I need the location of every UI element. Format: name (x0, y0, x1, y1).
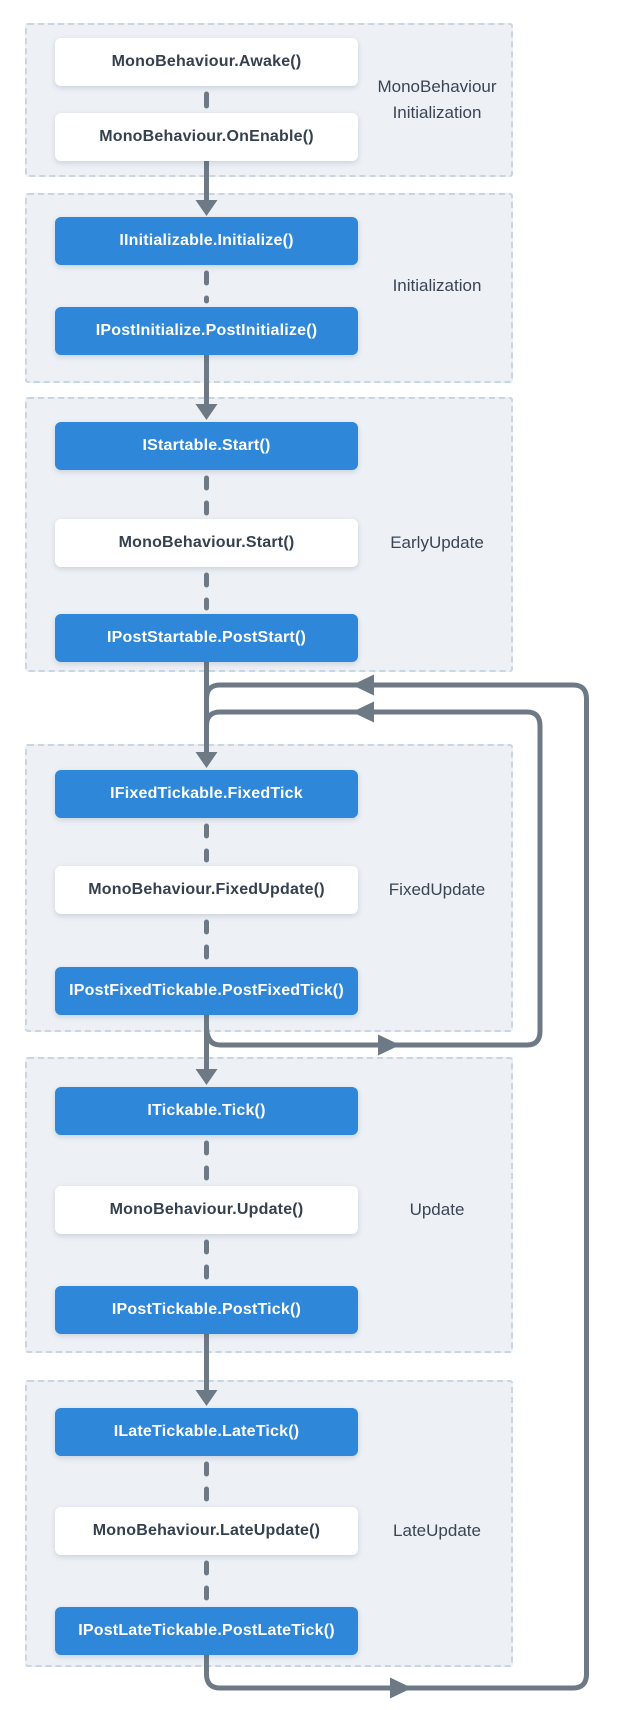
section-label-earlyupdate: EarlyUpdate (390, 533, 484, 552)
box-ilatetickable-latetick: ILateTickable.LateTick() (55, 1408, 358, 1456)
arrowhead-left-icon (352, 674, 374, 696)
section-label-initialization: Initialization (392, 276, 482, 295)
box-istartable-start: IStartable.Start() (55, 422, 358, 470)
box-monobehaviour-update: MonoBehaviour.Update() (55, 1186, 358, 1234)
box-monobehaviour-fixedupdate: MonoBehaviour.FixedUpdate() (55, 866, 358, 914)
arrowhead-left-icon (352, 701, 374, 723)
box-ipostinitialize-postinitialize: IPostInitialize.PostInitialize() (55, 307, 358, 355)
box-ipostfixedtickable-postfixedtick: IPostFixedTickable.PostFixedTick() (55, 967, 358, 1015)
box-ipostlatetickable-postlatetick: IPostLateTickable.PostLateTick() (55, 1607, 358, 1655)
section-label-monobehaviour-initialization: MonoBehaviour Initialization (377, 77, 497, 122)
box-ipoststartable-poststart: IPostStartable.PostStart() (55, 614, 358, 662)
box-iinitializable-initialize: IInitializable.Initialize() (55, 217, 358, 265)
arrowhead-right-icon (390, 1677, 412, 1699)
box-iposttickable-posttick: IPostTickable.PostTick() (55, 1286, 358, 1334)
box-monobehaviour-lateupdate: MonoBehaviour.LateUpdate() (55, 1507, 358, 1555)
section-label-fixedupdate: FixedUpdate (388, 880, 486, 899)
arrowhead-right-icon (378, 1034, 400, 1056)
section-label-update: Update (409, 1200, 465, 1219)
box-ifixedtickable-fixedtick: IFixedTickable.FixedTick (55, 770, 358, 818)
box-monobehaviour-awake: MonoBehaviour.Awake() (55, 38, 358, 86)
box-monobehaviour-onenable: MonoBehaviour.OnEnable() (55, 113, 358, 161)
section-label-lateupdate: LateUpdate (393, 1521, 481, 1540)
box-monobehaviour-start: MonoBehaviour.Start() (55, 519, 358, 567)
box-itickable-tick: ITickable.Tick() (55, 1087, 358, 1135)
